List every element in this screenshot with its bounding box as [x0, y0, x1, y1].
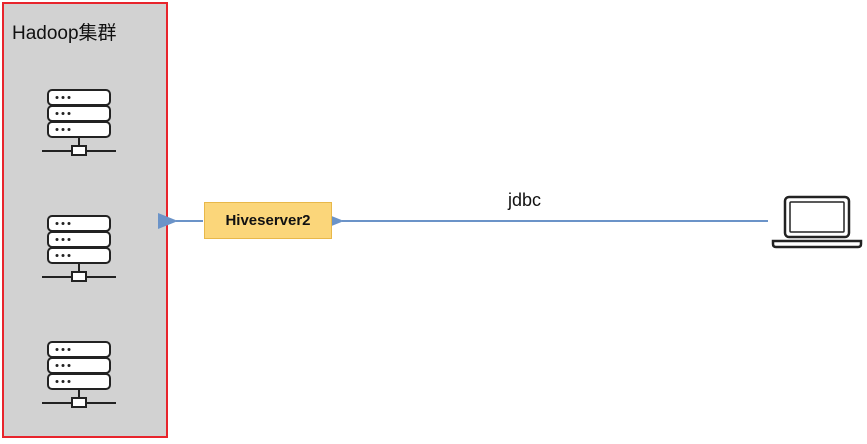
- cluster-title: Hadoop集群: [12, 23, 117, 44]
- server-icon: [42, 341, 116, 408]
- laptop-icon: [771, 195, 863, 249]
- hiveserver2-label: Hiveserver2: [225, 212, 311, 229]
- hiveserver2-box: Hiveserver2: [204, 202, 332, 239]
- hadoop-cluster-panel: Hadoop集群: [2, 2, 168, 438]
- server-icon: [42, 89, 116, 156]
- jdbc-label: jdbc: [508, 190, 542, 210]
- server-icon: [42, 215, 116, 282]
